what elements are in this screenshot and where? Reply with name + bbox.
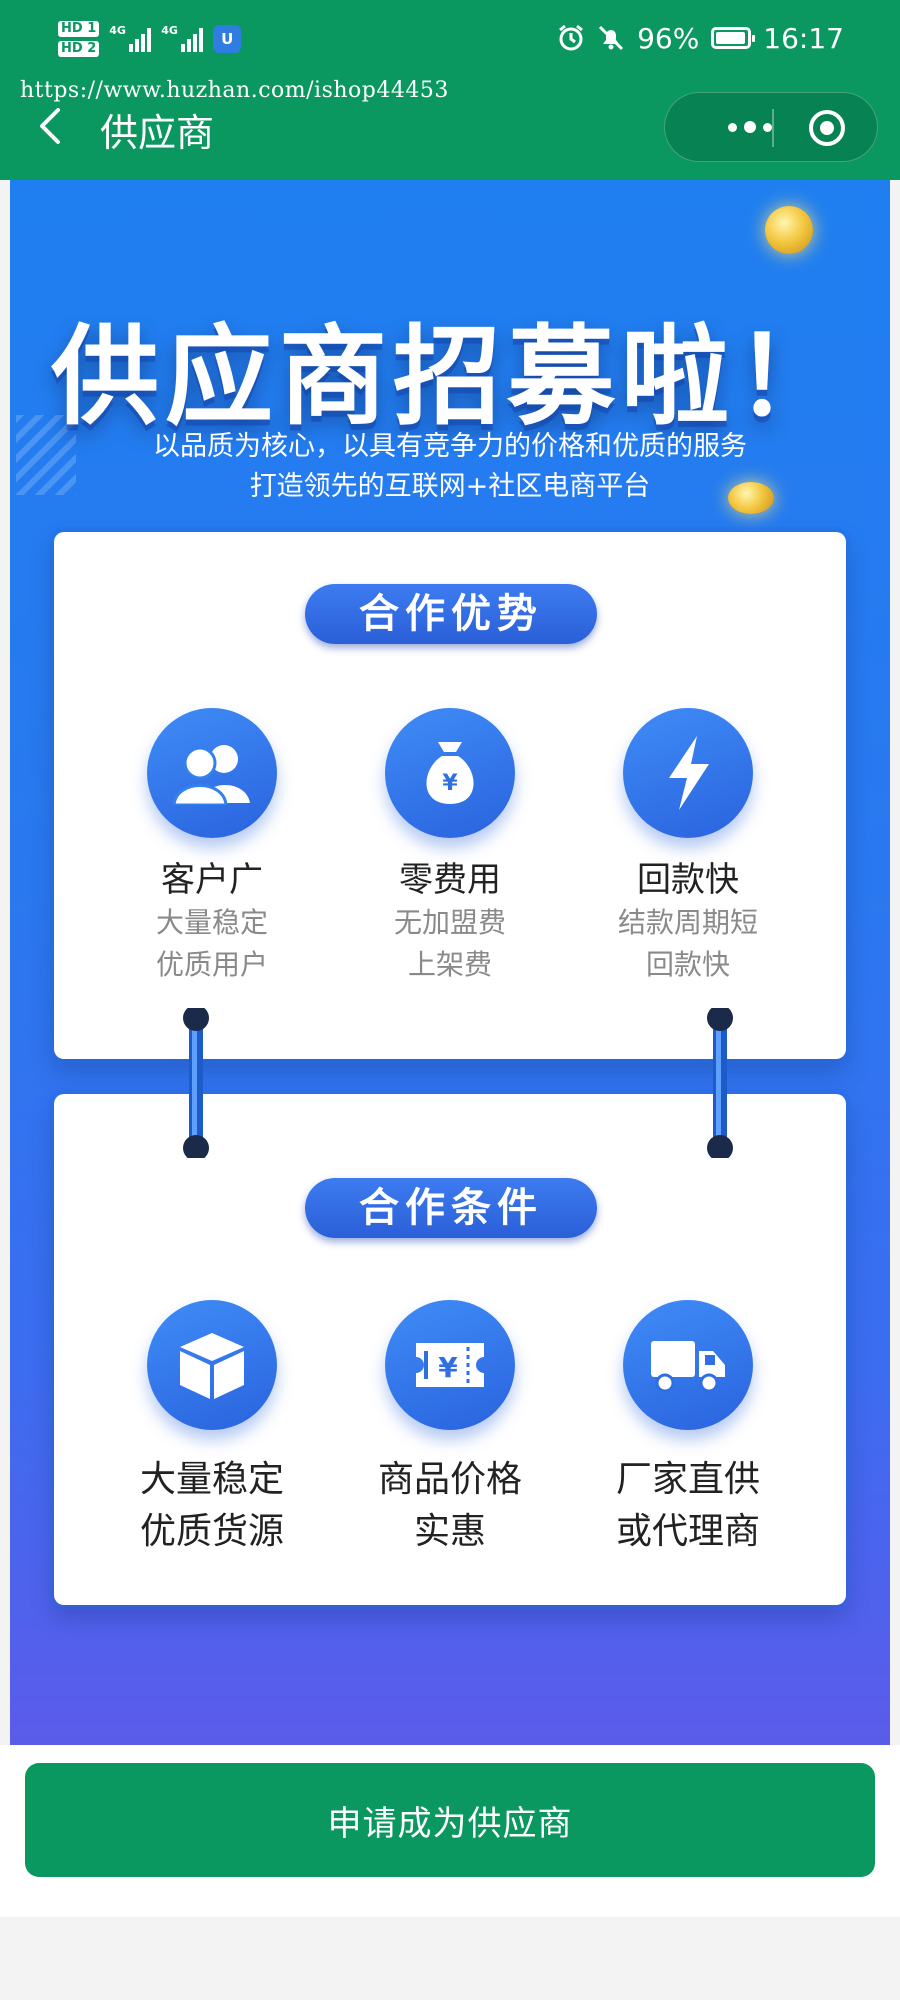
condition-line-1: 厂家直供 (615, 1459, 760, 1500)
conditions-title: 合作条件 (305, 1178, 597, 1238)
condition-line-1: 大量稳定 (139, 1459, 284, 1500)
status-bar-left: HD 1 HD 2 4G 4G U (58, 14, 242, 64)
ticket-icon: ¥ (416, 1343, 484, 1387)
miniprogram-capsule (664, 92, 878, 162)
decor-stripes (16, 415, 76, 495)
status-bar-right: 96% 16:17 (557, 18, 844, 58)
back-arrow-icon[interactable] (34, 106, 68, 146)
advantage-title: 零费用 (399, 860, 501, 900)
condition-item: 厂家直供 或代理商 (588, 1300, 788, 1558)
advantage-title: 客户广 (161, 860, 263, 900)
advantage-title: 回款快 (637, 860, 739, 900)
signal-2-icon: 4G (161, 24, 204, 52)
advantage-item: 客户广 大量稳定 优质用户 (112, 708, 312, 986)
coin-decoration (728, 482, 774, 514)
banner-subtitle-2: 打造领先的互联网+社区电商平台 (249, 471, 651, 502)
hd2-badge: HD 2 (58, 41, 100, 57)
condition-line-2: 优质货源 (139, 1511, 284, 1552)
truck-icon (651, 1341, 725, 1393)
advantage-desc-2: 上架费 (407, 948, 492, 981)
lightning-icon (669, 736, 709, 810)
alarm-icon (559, 24, 583, 51)
advantage-desc-2: 优质用户 (155, 948, 268, 981)
box-icon (180, 1333, 244, 1399)
money-bag-icon: ¥ (426, 742, 474, 804)
advantage-desc-2: 回款快 (645, 948, 730, 981)
app-header: HD 1 HD 2 4G 4G U 96% 16:17 https://www.… (0, 0, 900, 180)
condition-line-2: 或代理商 (615, 1511, 760, 1552)
users-icon (172, 745, 250, 805)
binder-ring-right (707, 1008, 733, 1158)
apply-supplier-button[interactable]: 申请成为供应商 (25, 1763, 875, 1877)
shield-icon: U (213, 25, 242, 53)
battery-icon (711, 27, 756, 49)
advantage-item: 回款快 结款周期短 回款快 (588, 708, 788, 986)
conditions-card: 合作条件 大量稳定 优质货源 ¥ 商品价格 (54, 1094, 846, 1605)
condition-item: ¥ 商品价格 实惠 (350, 1300, 550, 1558)
condition-item: 大量稳定 优质货源 (112, 1300, 312, 1558)
clock: 16:17 (763, 21, 844, 55)
more-icon[interactable] (695, 93, 805, 161)
banner-subtitle-1: 以品质为核心，以具有竞争力的价格和优质的服务 (153, 431, 747, 462)
banner-headline: 供应商招募啦！ (50, 315, 849, 440)
svg-text:¥: ¥ (442, 771, 458, 796)
coin-decoration (765, 206, 813, 254)
svg-text:¥: ¥ (438, 1351, 458, 1384)
page-title: 供应商 (100, 111, 215, 155)
binder-ring-left (183, 1008, 209, 1158)
advantage-desc-1: 结款周期短 (617, 906, 758, 939)
hd1-badge: HD 1 (58, 21, 100, 37)
close-target-icon[interactable] (806, 107, 848, 149)
condition-line-1: 商品价格 (377, 1459, 522, 1500)
signal-1-icon: 4G (109, 24, 152, 52)
condition-line-2: 实惠 (413, 1511, 486, 1552)
advantage-desc-1: 无加盟费 (393, 906, 506, 939)
advantage-desc-1: 大量稳定 (155, 906, 268, 939)
mute-icon (599, 25, 624, 51)
advantages-title: 合作优势 (305, 584, 597, 644)
watermark-url: https://www.huzhan.com/ishop44453 (20, 78, 449, 103)
battery-percent: 96% (637, 21, 700, 55)
advantages-card: 合作优势 客户广 大量稳定 优质用户 ¥ (54, 532, 846, 1059)
advantage-item: ¥ 零费用 无加盟费 上架费 (350, 708, 550, 986)
recruit-banner: 供应商招募啦！ 以品质为核心，以具有竞争力的价格和优质的服务 打造领先的互联网+… (10, 180, 890, 1745)
